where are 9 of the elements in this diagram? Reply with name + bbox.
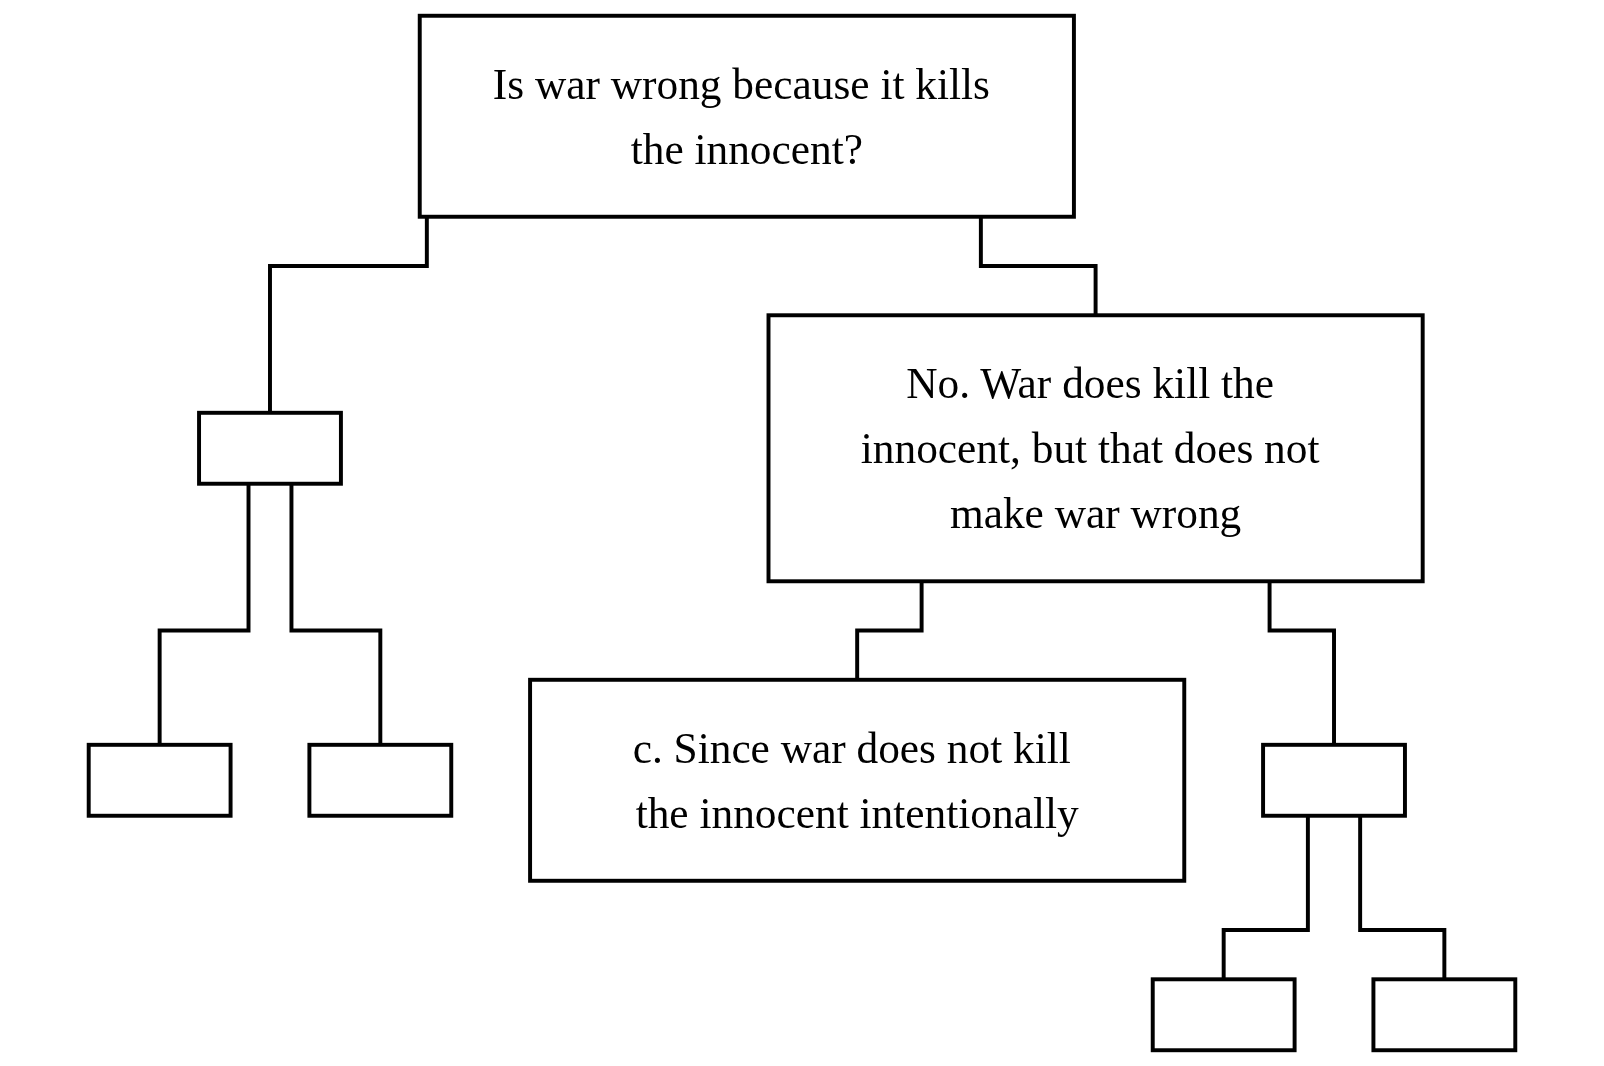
node-box: [1371, 977, 1518, 1053]
node-box: No. War does kill the innocent, but that does not make war wrong: [766, 313, 1425, 584]
node-box: [86, 742, 233, 818]
node-box: Is war wrong because it kills the innocent?: [417, 13, 1076, 219]
node-box: [1261, 742, 1407, 818]
node-box: [197, 410, 343, 486]
node-box: [307, 742, 454, 818]
node-box: c. Since war does not kill the innocent intentionally: [528, 677, 1187, 883]
node-box: [1150, 977, 1297, 1053]
